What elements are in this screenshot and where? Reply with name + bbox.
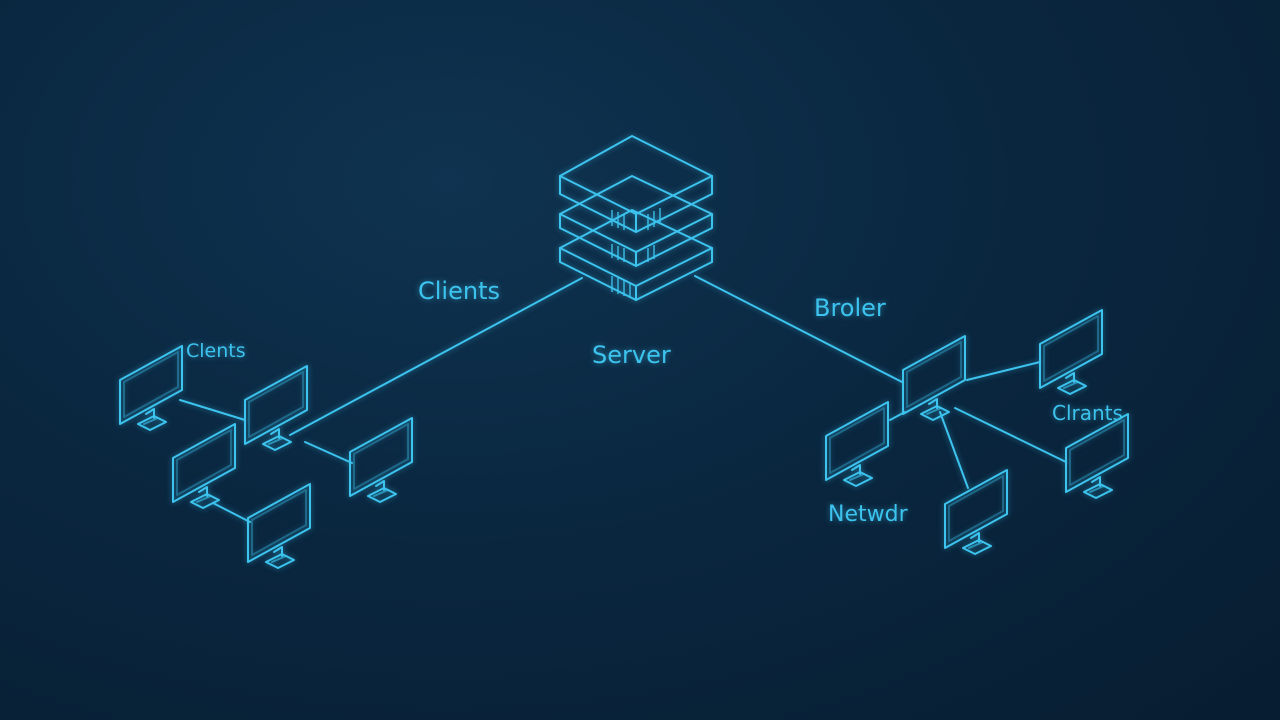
clients-label-left: Clents	[186, 340, 246, 362]
monitor-icon	[944, 469, 1008, 555]
monitor-icon	[244, 365, 308, 451]
monitor-icon	[825, 401, 889, 487]
clients-label-right: Clrants	[1052, 401, 1123, 425]
monitor-icon	[119, 345, 183, 431]
server-label: Server	[592, 341, 671, 369]
monitor-icon	[172, 423, 236, 509]
left-client-cluster	[119, 345, 413, 569]
monitor-icon	[349, 417, 413, 503]
server-rack-icon	[559, 135, 713, 301]
clients-label-top: Clients	[418, 277, 500, 305]
monitor-icon	[1065, 413, 1129, 499]
network-label: Netwdr	[828, 502, 909, 527]
broker-label: Broler	[814, 294, 886, 322]
connection-lines	[179, 275, 1067, 523]
monitor-icon	[247, 483, 311, 569]
monitor-icon	[1039, 309, 1103, 395]
